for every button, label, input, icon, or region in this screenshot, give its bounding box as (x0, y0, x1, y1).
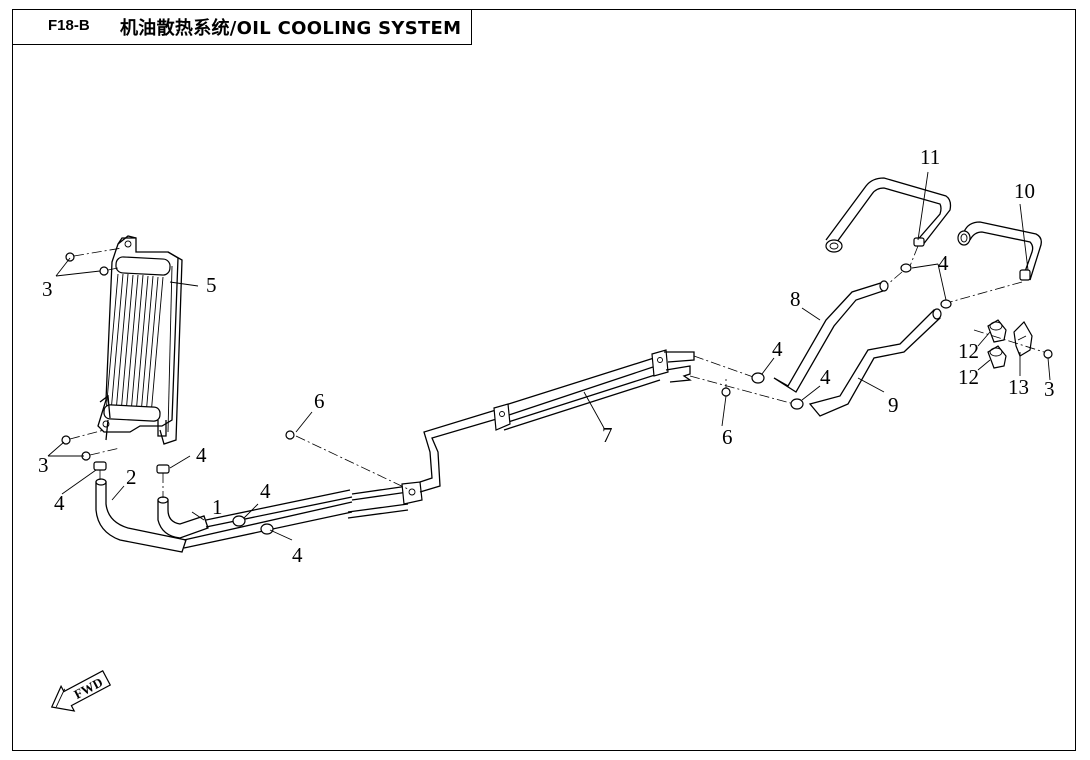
callout-4: 4 (196, 443, 207, 467)
hose-8 (751, 280, 889, 393)
callout-3: 3 (1044, 377, 1055, 401)
callout-13: 13 (1008, 375, 1029, 399)
callout-11: 11 (920, 145, 940, 169)
clamp-bracket-group (973, 319, 1053, 369)
page-title: 机油散热系统/OIL COOLING SYSTEM (120, 18, 462, 39)
leader-to-clamp (693, 355, 757, 379)
leader-bolt-6 (295, 435, 411, 491)
callout-12: 12 (958, 339, 979, 363)
callout-3: 3 (42, 277, 53, 301)
callout-9: 9 (888, 393, 899, 417)
callout-3: 3 (38, 453, 49, 477)
callout-6: 6 (722, 425, 733, 449)
lower-pipes (183, 489, 353, 549)
callout-6: 6 (314, 389, 325, 413)
callout-1: 1 (212, 495, 223, 519)
main-pipe-assembly (347, 349, 695, 519)
callout-10: 10 (1014, 179, 1035, 203)
title-block (12, 9, 472, 45)
callout-4: 4 (292, 543, 303, 567)
callout-5: 5 (206, 273, 217, 297)
bolt-6 (721, 387, 731, 397)
bolt-6 (285, 430, 295, 440)
callout-4: 4 (54, 491, 65, 515)
callout-4: 4 (260, 479, 271, 503)
callout-12: 12 (958, 365, 979, 389)
leader-lines (47, 171, 1051, 541)
oil-cooler (97, 235, 183, 445)
pipe-10 (940, 221, 1042, 309)
callout-2: 2 (126, 465, 137, 489)
figure-code: F18-B (48, 17, 90, 34)
cooler-bolts (61, 247, 123, 461)
drawing-frame (12, 9, 1076, 751)
callout-7: 7 (602, 423, 613, 447)
callout-8: 8 (790, 287, 801, 311)
callout-4: 4 (772, 337, 783, 361)
callout-4: 4 (938, 251, 949, 275)
fwd-arrow: FWD (50, 670, 112, 712)
callout-numbers: 3 3 4 5 2 4 1 4 4 6 7 6 4 4 8 9 4 11 10 … (38, 145, 1055, 567)
pipe-11 (825, 177, 952, 285)
hose-9 (790, 308, 942, 417)
callout-4: 4 (820, 365, 831, 389)
